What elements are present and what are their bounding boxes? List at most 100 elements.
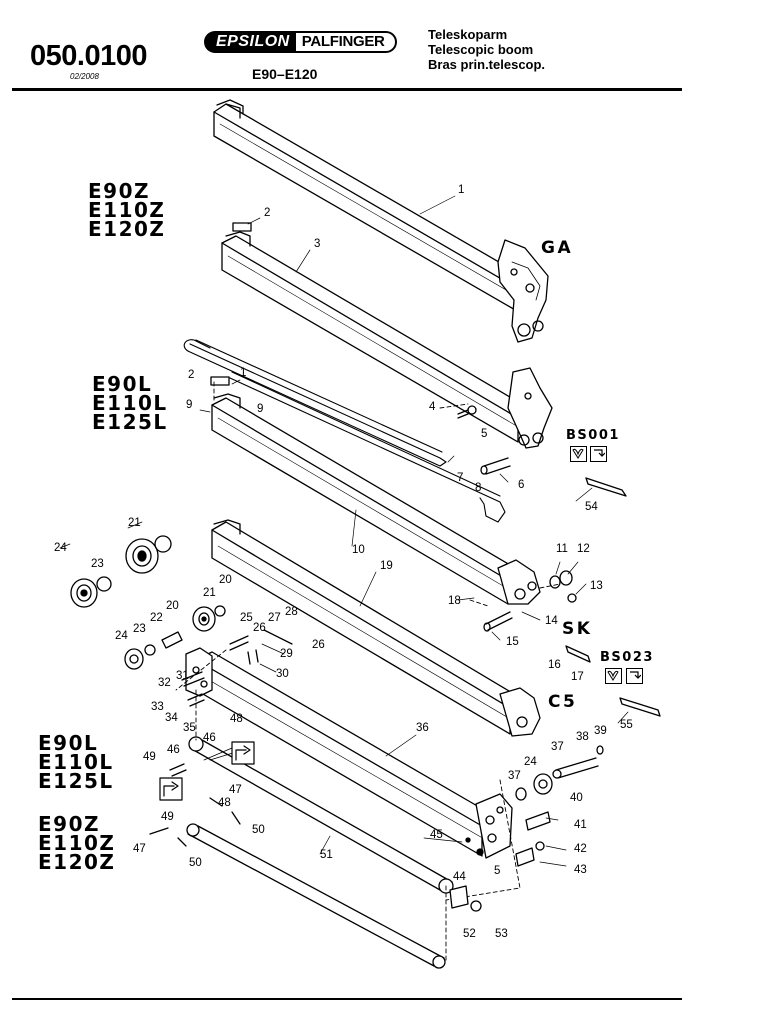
variant-label: E90Z bbox=[88, 179, 150, 203]
part-number-label: 44 bbox=[453, 871, 466, 883]
part-number-label: 33 bbox=[151, 701, 164, 713]
part-number-label: 50 bbox=[189, 857, 202, 869]
part-number-label: 1 bbox=[458, 184, 464, 196]
part-number-label: 42 bbox=[574, 843, 587, 855]
variant-label: E110Z bbox=[88, 198, 166, 222]
part-number-label: 24 bbox=[524, 756, 537, 768]
part-number-label: 53 bbox=[495, 928, 508, 940]
part-number-label: 14 bbox=[545, 615, 558, 627]
boom-section-1 bbox=[213, 99, 549, 343]
part-number-label: 1 bbox=[240, 367, 246, 379]
part-number-label: 52 bbox=[463, 928, 476, 940]
part-number-label: 30 bbox=[276, 668, 289, 680]
part-number-label: 45 bbox=[430, 829, 443, 841]
code-bs023: BS023 bbox=[600, 650, 654, 665]
part-number-label: 34 bbox=[165, 712, 178, 724]
part-number-label: 2 bbox=[188, 369, 194, 381]
part-number-label: 40 bbox=[570, 792, 583, 804]
boom-section-19 bbox=[211, 519, 541, 737]
part-number-label: 46 bbox=[203, 732, 216, 744]
pulleys bbox=[70, 535, 577, 801]
variant-group-z-low: E90Z E110Z E120Z bbox=[38, 812, 116, 874]
document-titles: Teleskoparm Telescopic boom Bras prin.te… bbox=[428, 27, 545, 72]
brand-epsilon: EPSILON bbox=[204, 31, 296, 53]
part-number-label: 50 bbox=[252, 824, 265, 836]
part-number-label: 10 bbox=[352, 544, 365, 556]
part-number-label: 19 bbox=[380, 560, 393, 572]
part-number-label: 22 bbox=[150, 612, 163, 624]
part-number-label: 49 bbox=[143, 751, 156, 763]
document-date: 02/2008 bbox=[70, 72, 99, 81]
cable-loop bbox=[183, 339, 506, 523]
part-number-label: 32 bbox=[158, 677, 171, 689]
header-rule bbox=[12, 88, 682, 91]
view-icon bbox=[605, 668, 622, 684]
document-number: 050.0100 bbox=[30, 40, 147, 72]
part-number-label: 38 bbox=[576, 731, 589, 743]
part-number-label: 24 bbox=[115, 630, 128, 642]
brand-palfinger: PALFINGER bbox=[295, 31, 397, 53]
part-number-label: 36 bbox=[416, 722, 429, 734]
part-number-label: 5 bbox=[494, 865, 500, 877]
part-number-label: 6 bbox=[518, 479, 524, 491]
variant-group-z-top: E90Z E110Z E120Z bbox=[88, 179, 166, 239]
variant-label: E125L bbox=[92, 410, 168, 434]
part-number-label: 23 bbox=[133, 623, 146, 635]
part-number-label: 11 bbox=[556, 543, 568, 555]
part-number-label: 18 bbox=[448, 595, 461, 607]
view-icon bbox=[570, 446, 587, 462]
part-number-label: 20 bbox=[166, 600, 179, 612]
part-number-label: 48 bbox=[230, 713, 243, 725]
part-number-label: 37 bbox=[551, 741, 564, 753]
part-number-label: 27 bbox=[268, 612, 281, 624]
part-number-label: 46 bbox=[167, 744, 180, 756]
part-number-label: 23 bbox=[91, 558, 104, 570]
part-number-label: 13 bbox=[590, 580, 603, 592]
part-number-label: 15 bbox=[506, 636, 519, 648]
part-number-label: 16 bbox=[548, 659, 561, 671]
part-number-label: 20 bbox=[219, 574, 232, 586]
part-number-label: 5 bbox=[481, 428, 487, 440]
code-ga: GA bbox=[541, 238, 574, 258]
part-number-label: 48 bbox=[218, 797, 231, 809]
title-german: Teleskoparm bbox=[428, 27, 508, 42]
part-number-label: 43 bbox=[574, 864, 587, 876]
assembly-lines bbox=[175, 379, 561, 961]
variant-label: E125L bbox=[38, 769, 114, 793]
part-number-label: 25 bbox=[240, 612, 253, 624]
part-number-label: 24 bbox=[54, 542, 67, 554]
part-number-label: 9 bbox=[186, 399, 192, 411]
variant-label: E90L bbox=[92, 372, 153, 396]
part-number-label: 47 bbox=[133, 843, 146, 855]
variant-label: E90Z bbox=[38, 812, 100, 836]
variant-label: E120Z bbox=[38, 850, 116, 874]
variant-label: E90L bbox=[38, 731, 99, 755]
variant-group-l-low: E90L E110L E125L bbox=[38, 731, 114, 793]
part-number-label: 51 bbox=[320, 849, 333, 861]
part-number-label: 39 bbox=[594, 725, 607, 737]
part-number-label: 26 bbox=[312, 639, 325, 651]
part-number-label: 41 bbox=[574, 819, 587, 831]
title-english: Telescopic boom bbox=[428, 42, 534, 57]
part-number-label: 28 bbox=[285, 606, 298, 618]
part-number-label: 55 bbox=[620, 719, 633, 731]
part-number-label: 3 bbox=[314, 238, 320, 250]
part-number-label: 12 bbox=[577, 543, 590, 555]
footer-rule bbox=[12, 998, 682, 1000]
part-number-label: 26 bbox=[253, 622, 266, 634]
title-french: Bras prin.telescop. bbox=[428, 57, 546, 72]
leader-lines bbox=[59, 195, 629, 867]
part-number-label: 49 bbox=[161, 811, 174, 823]
part-number-label: 17 bbox=[571, 671, 584, 683]
brand-logo: EPSILON PALFINGER bbox=[204, 31, 397, 53]
symbol-boxes bbox=[159, 741, 255, 801]
part-number-label: 2 bbox=[264, 207, 270, 219]
part-number-label: 31 bbox=[176, 670, 189, 682]
part-number-label: 9 bbox=[257, 403, 263, 415]
boom-section-10 bbox=[211, 393, 541, 605]
boom-section-3 bbox=[221, 231, 553, 449]
reference-icon bbox=[626, 668, 643, 684]
part-number-label: 7 bbox=[457, 472, 463, 484]
